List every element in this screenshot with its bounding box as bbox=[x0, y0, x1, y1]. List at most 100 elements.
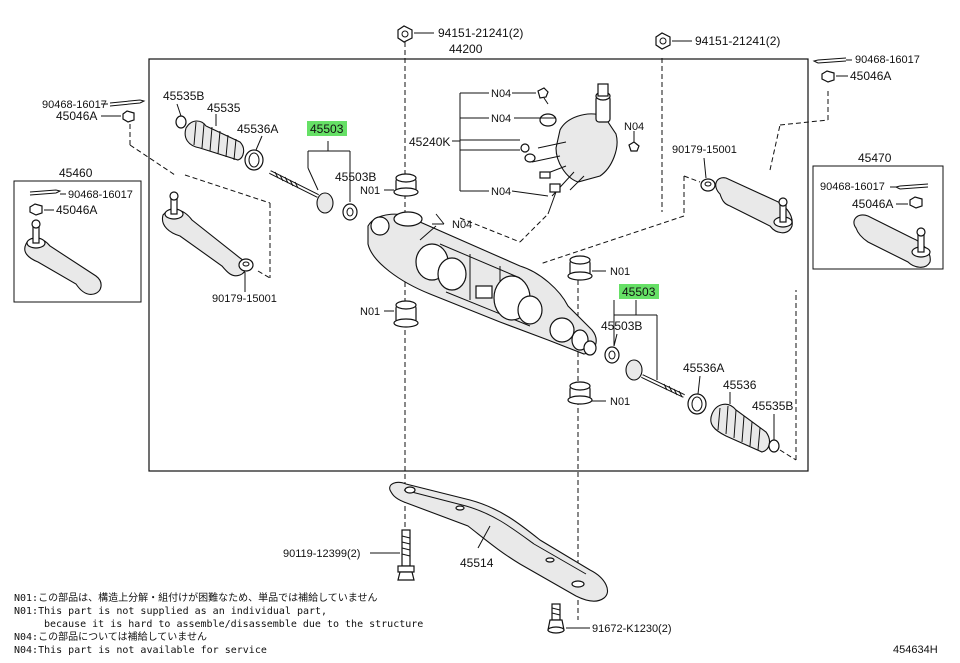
svg-text:N04:This part is not available: N04:This part is not available for servi… bbox=[14, 645, 267, 656]
svg-text:N04:この部品については補給していません: N04:この部品については補給していません bbox=[14, 630, 207, 643]
label-cotter-pin-left-box: 90468-16017 bbox=[68, 189, 133, 201]
svg-text:44200: 44200 bbox=[449, 42, 483, 56]
nut-left-box-icon bbox=[29, 203, 43, 216]
svg-text:N04: N04 bbox=[491, 113, 511, 125]
label-bushing-left-bottom: N01 bbox=[360, 306, 380, 318]
svg-text:90468-16017: 90468-16017 bbox=[68, 189, 133, 201]
svg-text:N01: N01 bbox=[360, 306, 380, 318]
svg-text:N01: N01 bbox=[610, 266, 630, 278]
tie-rod-right bbox=[625, 359, 685, 398]
label-tie-rod-right: 45503 bbox=[622, 285, 656, 299]
highlight-45503-right bbox=[619, 284, 659, 299]
tie-rod-end-left-frame bbox=[161, 191, 247, 277]
label-n04-3: N04 bbox=[624, 121, 644, 133]
tie-rod-end-right-box bbox=[812, 165, 944, 270]
tie-rod-end-left-box bbox=[13, 180, 142, 303]
svg-text:45535B: 45535B bbox=[752, 399, 793, 413]
bolt-top-left bbox=[397, 25, 413, 43]
label-bushing-90179-left: 90179-15001 bbox=[212, 293, 277, 305]
svg-text:45536A: 45536A bbox=[683, 361, 724, 375]
label-cotter-pin-right: 90468-16017 bbox=[855, 54, 920, 66]
highlight-45503-left bbox=[307, 121, 347, 136]
tie-rod-end-right-frame bbox=[715, 177, 793, 234]
label-bolt-bottom-left: 90119-12399(2) bbox=[283, 548, 360, 560]
svg-text:45046A: 45046A bbox=[56, 109, 97, 123]
label-washer-right: 45503B bbox=[601, 319, 642, 333]
label-boot-left: 45535 bbox=[207, 101, 241, 115]
svg-text:45514: 45514 bbox=[460, 556, 494, 570]
svg-text:45503B: 45503B bbox=[335, 170, 376, 184]
label-bushing-right-bottom: N01 bbox=[610, 396, 630, 408]
svg-text:because it is hard to assemble: because it is hard to assemble/disassemb… bbox=[44, 619, 423, 630]
svg-text:90468-16017: 90468-16017 bbox=[42, 99, 107, 111]
cotter-pin-left-icon bbox=[109, 99, 146, 107]
label-bushing-right-top: N01 bbox=[610, 266, 630, 278]
diagram-code: 454634H bbox=[893, 644, 938, 656]
nut-right-icon bbox=[821, 70, 835, 83]
svg-text:94151-21241(2): 94151-21241(2) bbox=[695, 34, 780, 48]
label-tie-rod-end-right-box: 45470 bbox=[858, 151, 892, 165]
svg-text:45536: 45536 bbox=[723, 378, 757, 392]
label-bolt-bottom-right: 91672-K1230(2) bbox=[592, 623, 672, 635]
label-boot-clip-right: 45535B bbox=[752, 399, 793, 413]
svg-text:N01:この部品は、構造上分解・組付けが困難なため、単品では: N01:この部品は、構造上分解・組付けが困難なため、単品では補給していません bbox=[14, 591, 377, 604]
bolt-bottom-left bbox=[397, 529, 415, 581]
note-n01-ja: N01:この部品は、構造上分解・組付けが困難なため、単品では補給していません bbox=[14, 591, 377, 604]
label-bolt-top-left: 94151-21241(2) bbox=[438, 26, 523, 40]
bushing-n01-bottom-right bbox=[567, 381, 593, 405]
label-boot-right: 45536 bbox=[723, 378, 757, 392]
label-n04-5: N04 bbox=[452, 219, 472, 231]
label-boot-clip-left: 45535B bbox=[163, 89, 204, 103]
svg-text:90119-12399(2): 90119-12399(2) bbox=[283, 548, 360, 560]
svg-text:N04: N04 bbox=[491, 186, 511, 198]
svg-text:45503B: 45503B bbox=[601, 319, 642, 333]
bushing-90179-right-icon bbox=[700, 178, 716, 192]
bushing-n01-bottom-left bbox=[393, 300, 419, 328]
bolt-bottom-right bbox=[547, 603, 565, 634]
boot-band-right bbox=[687, 393, 707, 415]
label-bushing-left-top: N01 bbox=[360, 185, 380, 197]
svg-text:45536A: 45536A bbox=[237, 122, 278, 136]
washer-left-icon bbox=[342, 203, 358, 221]
svg-text:45535: 45535 bbox=[207, 101, 241, 115]
label-boot-band-right: 45536A bbox=[683, 361, 724, 375]
svg-text:45460: 45460 bbox=[59, 166, 93, 180]
boot-left bbox=[184, 120, 245, 161]
svg-text:N01: N01 bbox=[610, 396, 630, 408]
svg-text:45046A: 45046A bbox=[850, 69, 891, 83]
svg-text:454634H: 454634H bbox=[893, 644, 938, 656]
svg-text:45240K: 45240K bbox=[409, 135, 450, 149]
label-bolt-top-right: 94151-21241(2) bbox=[695, 34, 780, 48]
label-n04-2: N04 bbox=[491, 113, 511, 125]
svg-text:90468-16017: 90468-16017 bbox=[820, 181, 885, 193]
svg-text:N04: N04 bbox=[491, 88, 511, 100]
svg-text:45503: 45503 bbox=[622, 285, 656, 299]
label-washer-left: 45503B bbox=[335, 170, 376, 184]
tie-rod-left bbox=[269, 170, 334, 214]
svg-text:N01:This part is not supplied: N01:This part is not supplied as an indi… bbox=[14, 606, 327, 617]
bolt-top-right bbox=[655, 32, 671, 50]
label-tie-rod-left: 45503 bbox=[310, 122, 344, 136]
label-nut-left: 45046A bbox=[56, 109, 97, 123]
bushing-n01-top-right bbox=[567, 255, 593, 281]
label-crossmember: 45514 bbox=[460, 556, 494, 570]
svg-text:90179-15001: 90179-15001 bbox=[672, 144, 737, 156]
label-cotter-pin-right-box: 90468-16017 bbox=[820, 181, 885, 193]
nut-right-box-icon bbox=[909, 196, 923, 209]
svg-text:90468-16017: 90468-16017 bbox=[855, 54, 920, 66]
label-boot-band-left: 45536A bbox=[237, 122, 278, 136]
svg-text:45470: 45470 bbox=[858, 151, 892, 165]
bushing-n01-top-left bbox=[393, 173, 419, 197]
label-n04-4: N04 bbox=[491, 186, 511, 198]
n04-screw-right-icon bbox=[628, 138, 640, 152]
boot-band-left bbox=[244, 149, 264, 171]
crossmember bbox=[389, 481, 608, 602]
note-n01-en-1: N01:This part is not supplied as an indi… bbox=[14, 606, 327, 617]
label-cotter-pin-left: 90468-16017 bbox=[42, 99, 107, 111]
note-n04-en: N04:This part is not available for servi… bbox=[14, 645, 267, 656]
svg-text:94151-21241(2): 94151-21241(2) bbox=[438, 26, 523, 40]
label-valve-assy: 45240K bbox=[409, 135, 450, 149]
valve-assy bbox=[520, 83, 618, 215]
steering-rack-body bbox=[367, 211, 597, 356]
